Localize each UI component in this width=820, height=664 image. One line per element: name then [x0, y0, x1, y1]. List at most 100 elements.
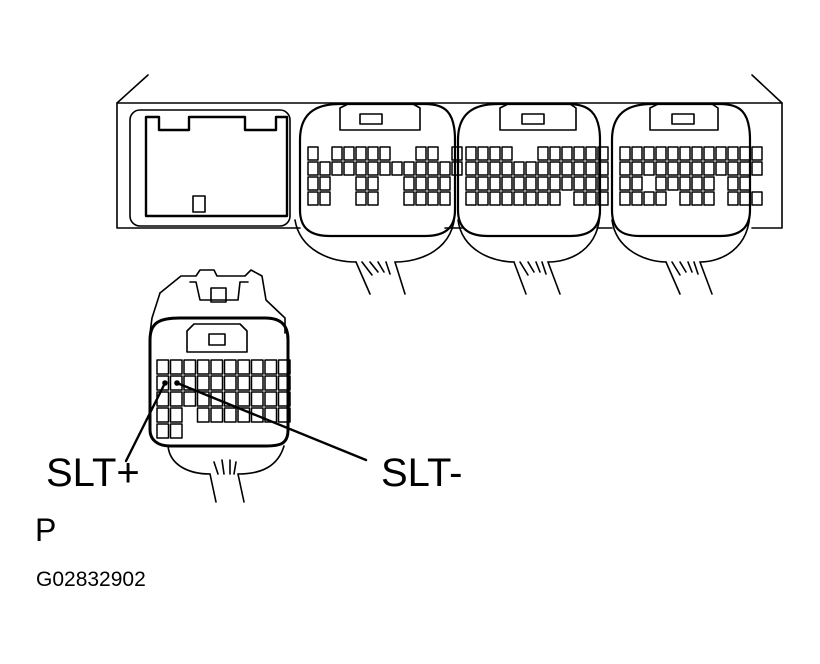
ecu3-pin — [691, 146, 703, 161]
ecu2-pin — [561, 146, 573, 161]
ecu1-pin — [379, 146, 391, 161]
harness-pin — [223, 359, 237, 375]
ecu1-pin — [415, 161, 427, 176]
ecu2-pin — [537, 191, 549, 206]
ecu2-pin — [477, 191, 489, 206]
ecu1-pin — [427, 176, 439, 191]
harness-pin — [277, 375, 291, 391]
harness-pin — [183, 359, 197, 375]
harness-pin — [237, 391, 251, 407]
ecu3-pin — [643, 146, 655, 161]
ecu2-pin — [597, 161, 609, 176]
ecu1-pin — [403, 191, 415, 206]
harness-pin — [156, 407, 170, 423]
ecu2-pin — [513, 176, 525, 191]
ecu1-pin — [367, 176, 379, 191]
harness-pin — [277, 391, 291, 407]
ecu2-pin — [525, 191, 537, 206]
ecu1-pin — [427, 191, 439, 206]
ecu1-pin — [355, 161, 367, 176]
harness-pin-grid — [156, 359, 291, 439]
harness-pin — [250, 359, 264, 375]
ecu1-pin — [319, 191, 331, 206]
ecu3-pin — [619, 146, 631, 161]
harness-pin — [183, 375, 197, 391]
harness-pin — [196, 359, 210, 375]
harness-pin — [183, 391, 197, 407]
ecu1-pin — [451, 146, 463, 161]
ecu1-pin — [331, 146, 343, 161]
ecu3-pin — [751, 146, 763, 161]
ecu2-pin — [585, 161, 597, 176]
ecu1-pin — [439, 191, 451, 206]
ecu3-pin — [655, 191, 667, 206]
ecu1-pin — [343, 146, 355, 161]
harness-pin — [196, 407, 210, 423]
harness-pin — [264, 391, 278, 407]
harness-pin — [277, 359, 291, 375]
ecu1-pin — [427, 161, 439, 176]
harness-pin — [223, 375, 237, 391]
ecu3-pin — [655, 146, 667, 161]
ecu3-pin — [727, 176, 739, 191]
ecu3-pin — [715, 161, 727, 176]
figure-code: G02832902 — [36, 568, 146, 591]
ecu3-pin — [643, 161, 655, 176]
ecu2-pin — [501, 176, 513, 191]
ecu-left-block — [129, 109, 291, 227]
ecu2-pin — [549, 146, 561, 161]
harness-pin — [210, 375, 224, 391]
ecu1-pin — [307, 146, 319, 161]
ecu2-pin — [573, 161, 585, 176]
harness-pin — [210, 359, 224, 375]
ecu1-pin — [367, 191, 379, 206]
ecu2-pin — [465, 161, 477, 176]
ecu1-pin — [307, 161, 319, 176]
ecu3-pin — [703, 176, 715, 191]
ecu1-pin — [403, 161, 415, 176]
ecu2-pin — [465, 146, 477, 161]
harness-pin — [156, 359, 170, 375]
ecu3-pin — [703, 161, 715, 176]
ecu3-pin — [727, 146, 739, 161]
ecu3-pin — [667, 161, 679, 176]
ecu1-pin — [415, 176, 427, 191]
harness-pin — [169, 359, 183, 375]
ecu3-pin — [679, 191, 691, 206]
ecu2-pin — [549, 161, 561, 176]
ecu1-pin — [319, 176, 331, 191]
ecu2-pin — [501, 146, 513, 161]
ecu3-pin — [655, 176, 667, 191]
ecu1-pin — [355, 176, 367, 191]
ecu1-pin — [427, 146, 439, 161]
ecu2-pin — [597, 191, 609, 206]
ecu2-pin — [489, 191, 501, 206]
slt-minus-leader — [175, 381, 368, 462]
ecu2-pin — [477, 176, 489, 191]
ecu2-pin — [561, 161, 573, 176]
harness-pin — [196, 391, 210, 407]
ecu2-pin — [525, 176, 537, 191]
slt-plus-pin-marker — [162, 380, 168, 386]
harness-pin — [277, 407, 291, 423]
ecu1-pin — [307, 176, 319, 191]
ecu1-pin — [343, 161, 355, 176]
ecu2-pin — [597, 146, 609, 161]
harness-pin — [250, 407, 264, 423]
ecu2-pin — [525, 161, 537, 176]
harness-pin — [169, 423, 183, 439]
ecu2-pin — [465, 176, 477, 191]
ecu2-pin — [585, 146, 597, 161]
ecu1-pin — [355, 146, 367, 161]
ecu1-pin — [415, 191, 427, 206]
slt-plus-label: SLT+ — [46, 451, 140, 495]
ecu2-pin — [513, 161, 525, 176]
harness-pin — [196, 375, 210, 391]
ecu3-pin — [643, 191, 655, 206]
connector-letter: P — [35, 512, 57, 548]
ecu1-pin — [355, 191, 367, 206]
ecu3-pin — [619, 191, 631, 206]
ecu3-pin — [751, 161, 763, 176]
ecu1-pin — [331, 161, 343, 176]
